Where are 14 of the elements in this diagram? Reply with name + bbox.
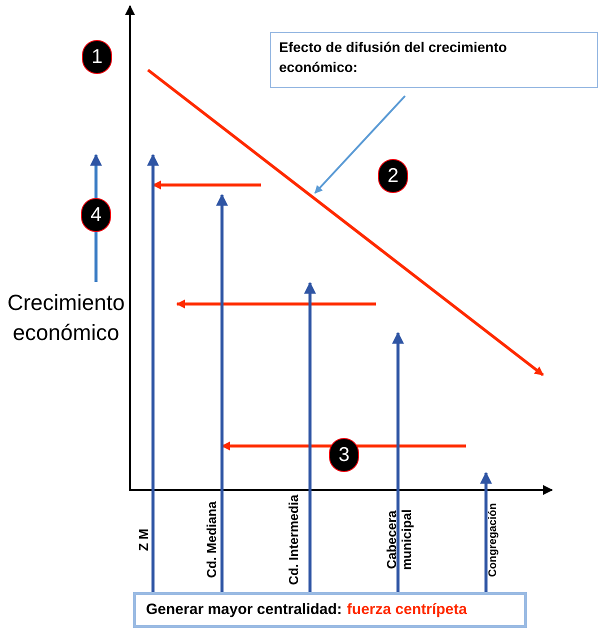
axis-label: Z M [136, 528, 152, 554]
axis-label: Cd. Intermedia [286, 494, 302, 588]
arrow [480, 472, 492, 592]
axis-label: Cd. Mediana [204, 500, 220, 580]
arrow [216, 194, 228, 592]
axis-label: Cabecera municipal [384, 508, 415, 572]
callout-box: Efecto de difusión del crecimiento económico: [270, 32, 598, 88]
text-box: Generar mayor centralidad: fuerza centrípeta [133, 592, 527, 628]
arrow [147, 154, 159, 592]
arrow [392, 332, 404, 592]
axis-title: Crecimiento económico [6, 289, 126, 347]
arrow [304, 282, 316, 592]
axis-label: Congregación [487, 502, 500, 579]
leader-line [314, 95, 406, 194]
